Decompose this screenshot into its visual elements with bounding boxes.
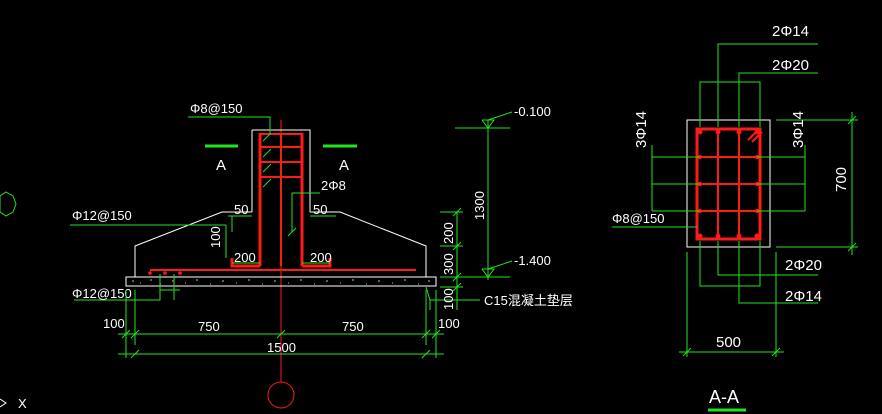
c15-cushion-layer bbox=[125, 276, 437, 287]
haunch-50-left: 50 bbox=[234, 202, 248, 217]
annotation-leaders bbox=[70, 116, 480, 310]
vertical-dimensions bbox=[440, 111, 513, 310]
section-leaders bbox=[612, 43, 858, 357]
mesh-top-label: Φ12@150 bbox=[72, 208, 132, 223]
section-top-bars-inner: 2Φ20 bbox=[772, 57, 809, 74]
section-a-a: 2Φ14 2Φ20 3Φ14 3Φ14 Φ8@150 700 2Φ20 2Φ14… bbox=[612, 23, 858, 412]
horizontal-dimensions bbox=[118, 290, 444, 359]
section-rebar bbox=[695, 127, 763, 241]
section-mark-left-label: A bbox=[216, 157, 226, 174]
elevation-bottom-label: -1.400 bbox=[514, 253, 551, 268]
dim-100-vertical: 100 bbox=[441, 288, 456, 310]
dim-100-left: 100 bbox=[103, 316, 125, 331]
bar-2phi8-label: 2Φ8 bbox=[321, 178, 346, 193]
section-bottom-bars-inner: 2Φ20 bbox=[785, 257, 822, 274]
column-rebar-cage bbox=[148, 133, 416, 275]
section-width-dim: 500 bbox=[716, 334, 741, 351]
dim-100-right: 100 bbox=[438, 316, 460, 331]
mesh-bottom-label: Φ12@150 bbox=[72, 286, 132, 301]
dim-200-left: 200 bbox=[234, 250, 256, 265]
section-title: A-A bbox=[709, 387, 739, 407]
haunch-50-right: 50 bbox=[313, 202, 327, 217]
section-side-left-bars: 3Φ14 bbox=[633, 111, 650, 148]
ucs-icon[interactable]: X bbox=[0, 396, 27, 411]
dim-100-haunch: 100 bbox=[208, 226, 223, 248]
dim-200-right: 200 bbox=[310, 250, 332, 265]
ucs-arrow-icon bbox=[0, 398, 7, 408]
cushion-label: C15混凝土垫层 bbox=[484, 293, 573, 308]
section-bottom-bars-outer: 2Φ14 bbox=[785, 288, 822, 305]
section-height-dim: 700 bbox=[833, 167, 850, 192]
partial-grid-bubble-left bbox=[0, 191, 17, 217]
dim-750-right: 750 bbox=[342, 319, 364, 334]
dim-1300: 1300 bbox=[472, 191, 487, 220]
elevation-top-label: -0.100 bbox=[514, 104, 551, 119]
section-top-bars-outer: 2Φ14 bbox=[772, 23, 809, 40]
section-stirrup-label: Φ8@150 bbox=[612, 211, 665, 226]
stirrup-label: Φ8@150 bbox=[190, 101, 243, 116]
footing-elevation: A A Φ8@150 2Φ8 50 50 100 bbox=[70, 101, 573, 409]
grid-axis-bubble bbox=[267, 381, 295, 409]
dim-750-left: 750 bbox=[198, 319, 220, 334]
dim-1500: 1500 bbox=[267, 340, 296, 355]
section-side-right-bars: 3Φ14 bbox=[790, 111, 807, 148]
ucs-x-label: X bbox=[18, 396, 27, 411]
dim-200-vertical: 200 bbox=[441, 222, 456, 244]
section-mark-right-label: A bbox=[339, 157, 349, 174]
dim-300-vertical: 300 bbox=[441, 253, 456, 275]
